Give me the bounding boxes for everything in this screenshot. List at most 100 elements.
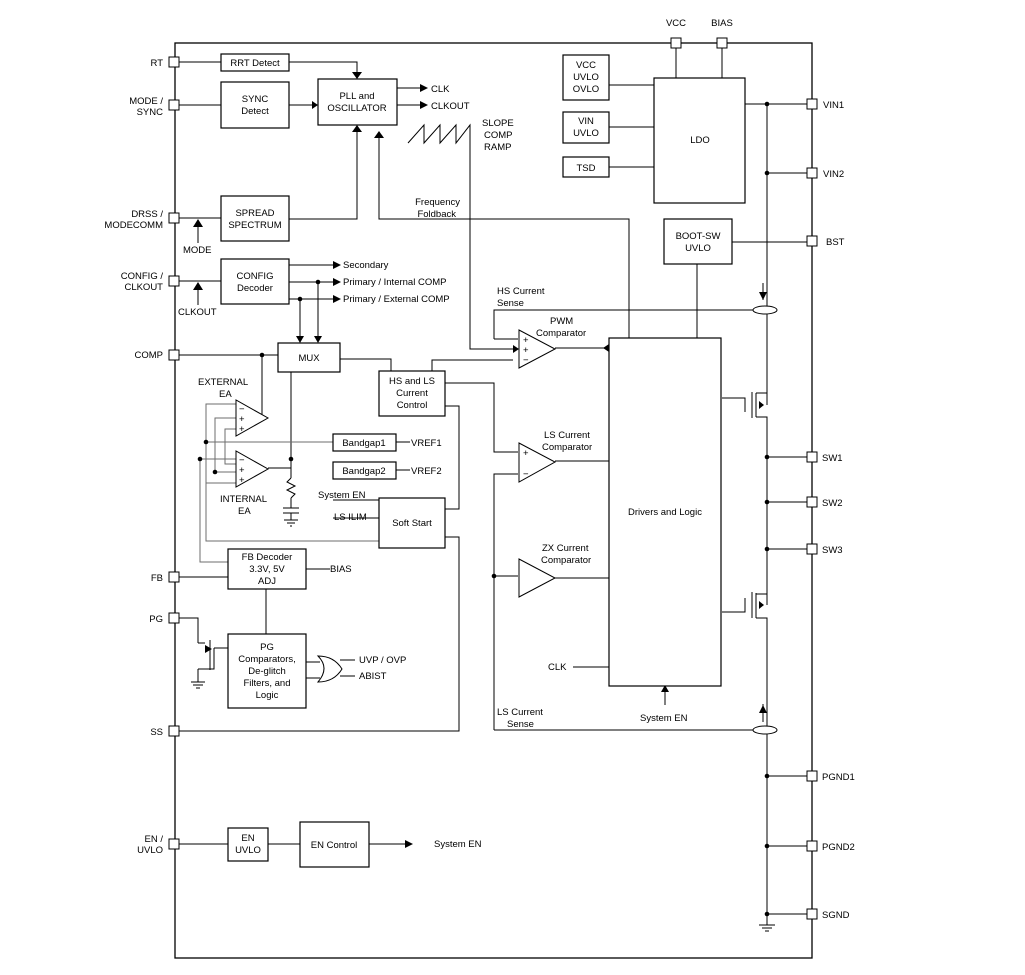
slope-ramp-waveform	[407, 123, 471, 145]
internal-ea-amplifier: − + +	[235, 450, 270, 488]
pin-pg: PG	[149, 612, 180, 625]
svg-text:−: −	[523, 469, 529, 480]
svg-text:+: +	[239, 414, 245, 425]
ls-current-sense-ring	[752, 725, 778, 735]
svg-text:Bandgap2: Bandgap2	[342, 466, 385, 477]
bandgap2-block: Bandgap2	[332, 461, 397, 480]
svg-text:RRT Detect: RRT Detect	[230, 58, 280, 69]
label-abist: ABIST	[359, 671, 387, 682]
pin-label-en: EN /	[145, 834, 164, 845]
pin-label-pgnd1: PGND1	[822, 772, 855, 783]
pin-config: CONFIG / CLKOUT	[121, 271, 180, 293]
pin-label-vcc: VCC	[666, 18, 686, 29]
svg-text:EN Control: EN Control	[311, 840, 357, 851]
svg-text:BOOT-SW: BOOT-SW	[676, 231, 721, 242]
pin-label-config: CONFIG /	[121, 271, 164, 282]
pin-label-mode: MODE /	[129, 96, 163, 107]
label-pwm-1: PWM	[550, 316, 573, 327]
en-uvlo-block: EN UVLO	[227, 827, 269, 862]
pin-pgnd1: PGND1	[806, 770, 855, 783]
svg-text:Logic: Logic	[256, 690, 279, 701]
pin-label-fb: FB	[151, 573, 163, 584]
label-hs-sense-1: HS Current	[497, 286, 545, 297]
label-ls-sense-2: Sense	[507, 719, 534, 730]
label-zx-comp-1: ZX Current	[542, 543, 589, 554]
svg-text:PG: PG	[260, 642, 274, 653]
svg-text:−: −	[239, 455, 245, 466]
svg-text:Control: Control	[397, 400, 428, 411]
pin-comp: COMP	[135, 349, 180, 361]
pin-label-modecomm: MODECOMM	[104, 220, 163, 231]
svg-text:+: +	[239, 475, 245, 486]
svg-text:CONFIG: CONFIG	[237, 271, 274, 282]
pin-ss: SS	[150, 725, 180, 738]
svg-text:UVLO: UVLO	[685, 243, 711, 254]
label-ls-ilim: LS ILIM	[334, 512, 367, 523]
ldo-block: LDO	[653, 77, 746, 204]
pin-sw2: SW2	[806, 496, 843, 509]
sync-detect-block: SYNC Detect	[220, 81, 290, 129]
label-primary-external: Primary / External COMP	[343, 294, 450, 305]
vin-uvlo-block: VIN UVLO	[562, 111, 610, 144]
pwm-comparator: + + −	[518, 329, 557, 369]
pin-label-drss: DRSS /	[131, 209, 163, 220]
pin-fb: FB	[151, 571, 180, 584]
label-ls-comp-2: Comparator	[542, 442, 592, 453]
svg-text:−: −	[523, 355, 529, 366]
pin-label-clkout: CLKOUT	[124, 282, 163, 293]
svg-text:LDO: LDO	[690, 135, 710, 146]
svg-text:SYNC: SYNC	[242, 94, 269, 105]
label-clkout-in: CLKOUT	[178, 307, 217, 318]
label-slope-3: RAMP	[484, 142, 511, 153]
pin-sgnd: SGND	[806, 908, 850, 921]
label-slope-1: SLOPE	[482, 118, 514, 129]
svg-text:FB Decoder: FB Decoder	[242, 552, 293, 563]
label-hs-sense-2: Sense	[497, 298, 524, 309]
svg-text:+: +	[239, 424, 245, 435]
svg-text:SPECTRUM: SPECTRUM	[228, 220, 281, 231]
label-mode: MODE	[183, 245, 212, 256]
svg-text:+: +	[523, 448, 529, 459]
svg-text:OVLO: OVLO	[573, 84, 599, 95]
bandgap1-block: Bandgap1	[332, 433, 397, 452]
svg-text:MUX: MUX	[298, 353, 320, 364]
svg-text:OSCILLATOR: OSCILLATOR	[327, 103, 386, 114]
svg-text:+: +	[523, 335, 529, 346]
label-int-ea-2: EA	[238, 506, 251, 517]
label-int-ea-1: INTERNAL	[220, 494, 267, 505]
pin-label-ss: SS	[150, 727, 163, 738]
label-primary-internal: Primary / Internal COMP	[343, 277, 446, 288]
svg-text:Detect: Detect	[241, 106, 269, 117]
svg-text:Drivers and Logic: Drivers and Logic	[628, 507, 702, 518]
label-vref1: VREF1	[411, 438, 442, 449]
labels: CLK CLKOUT SLOPE COMP RAMP Frequency Fol…	[178, 84, 688, 850]
label-pwm-2: Comparator	[536, 328, 586, 339]
vcc-uvlo-ovlo-block: VCC UVLO OVLO	[562, 54, 610, 101]
soft-start-block: Soft Start	[378, 497, 446, 549]
label-freq-1: Frequency	[415, 197, 460, 208]
svg-text:Soft Start: Soft Start	[392, 518, 432, 529]
svg-text:+: +	[239, 465, 245, 476]
zx-current-comparator	[518, 558, 557, 598]
junction-dots	[197, 101, 770, 917]
svg-text:SPREAD: SPREAD	[235, 208, 274, 219]
label-freq-2: Foldback	[417, 209, 456, 220]
arrowheads	[193, 72, 767, 848]
svg-text:HS and LS: HS and LS	[389, 376, 435, 387]
hs-ls-current-control-block: HS and LS Current Control	[378, 370, 446, 417]
pll-oscillator-block: PLL and OSCILLATOR	[317, 78, 398, 126]
hs-current-sense-ring	[752, 305, 778, 315]
mux-block: MUX	[277, 342, 341, 373]
label-uvp-ovp: UVP / OVP	[359, 655, 406, 666]
pin-vin1: VIN1	[806, 98, 844, 111]
pin-label-bias: BIAS	[711, 18, 733, 29]
label-secondary: Secondary	[343, 260, 389, 271]
label-ls-comp-1: LS Current	[544, 430, 590, 441]
en-control-block: EN Control	[299, 821, 370, 868]
or-gate	[316, 655, 343, 683]
label-ls-sense-1: LS Current	[497, 707, 543, 718]
boot-sw-uvlo-block: BOOT-SW UVLO	[663, 218, 733, 265]
pin-pgnd2: PGND2	[806, 840, 855, 853]
pin-label-rt: RT	[151, 58, 164, 69]
